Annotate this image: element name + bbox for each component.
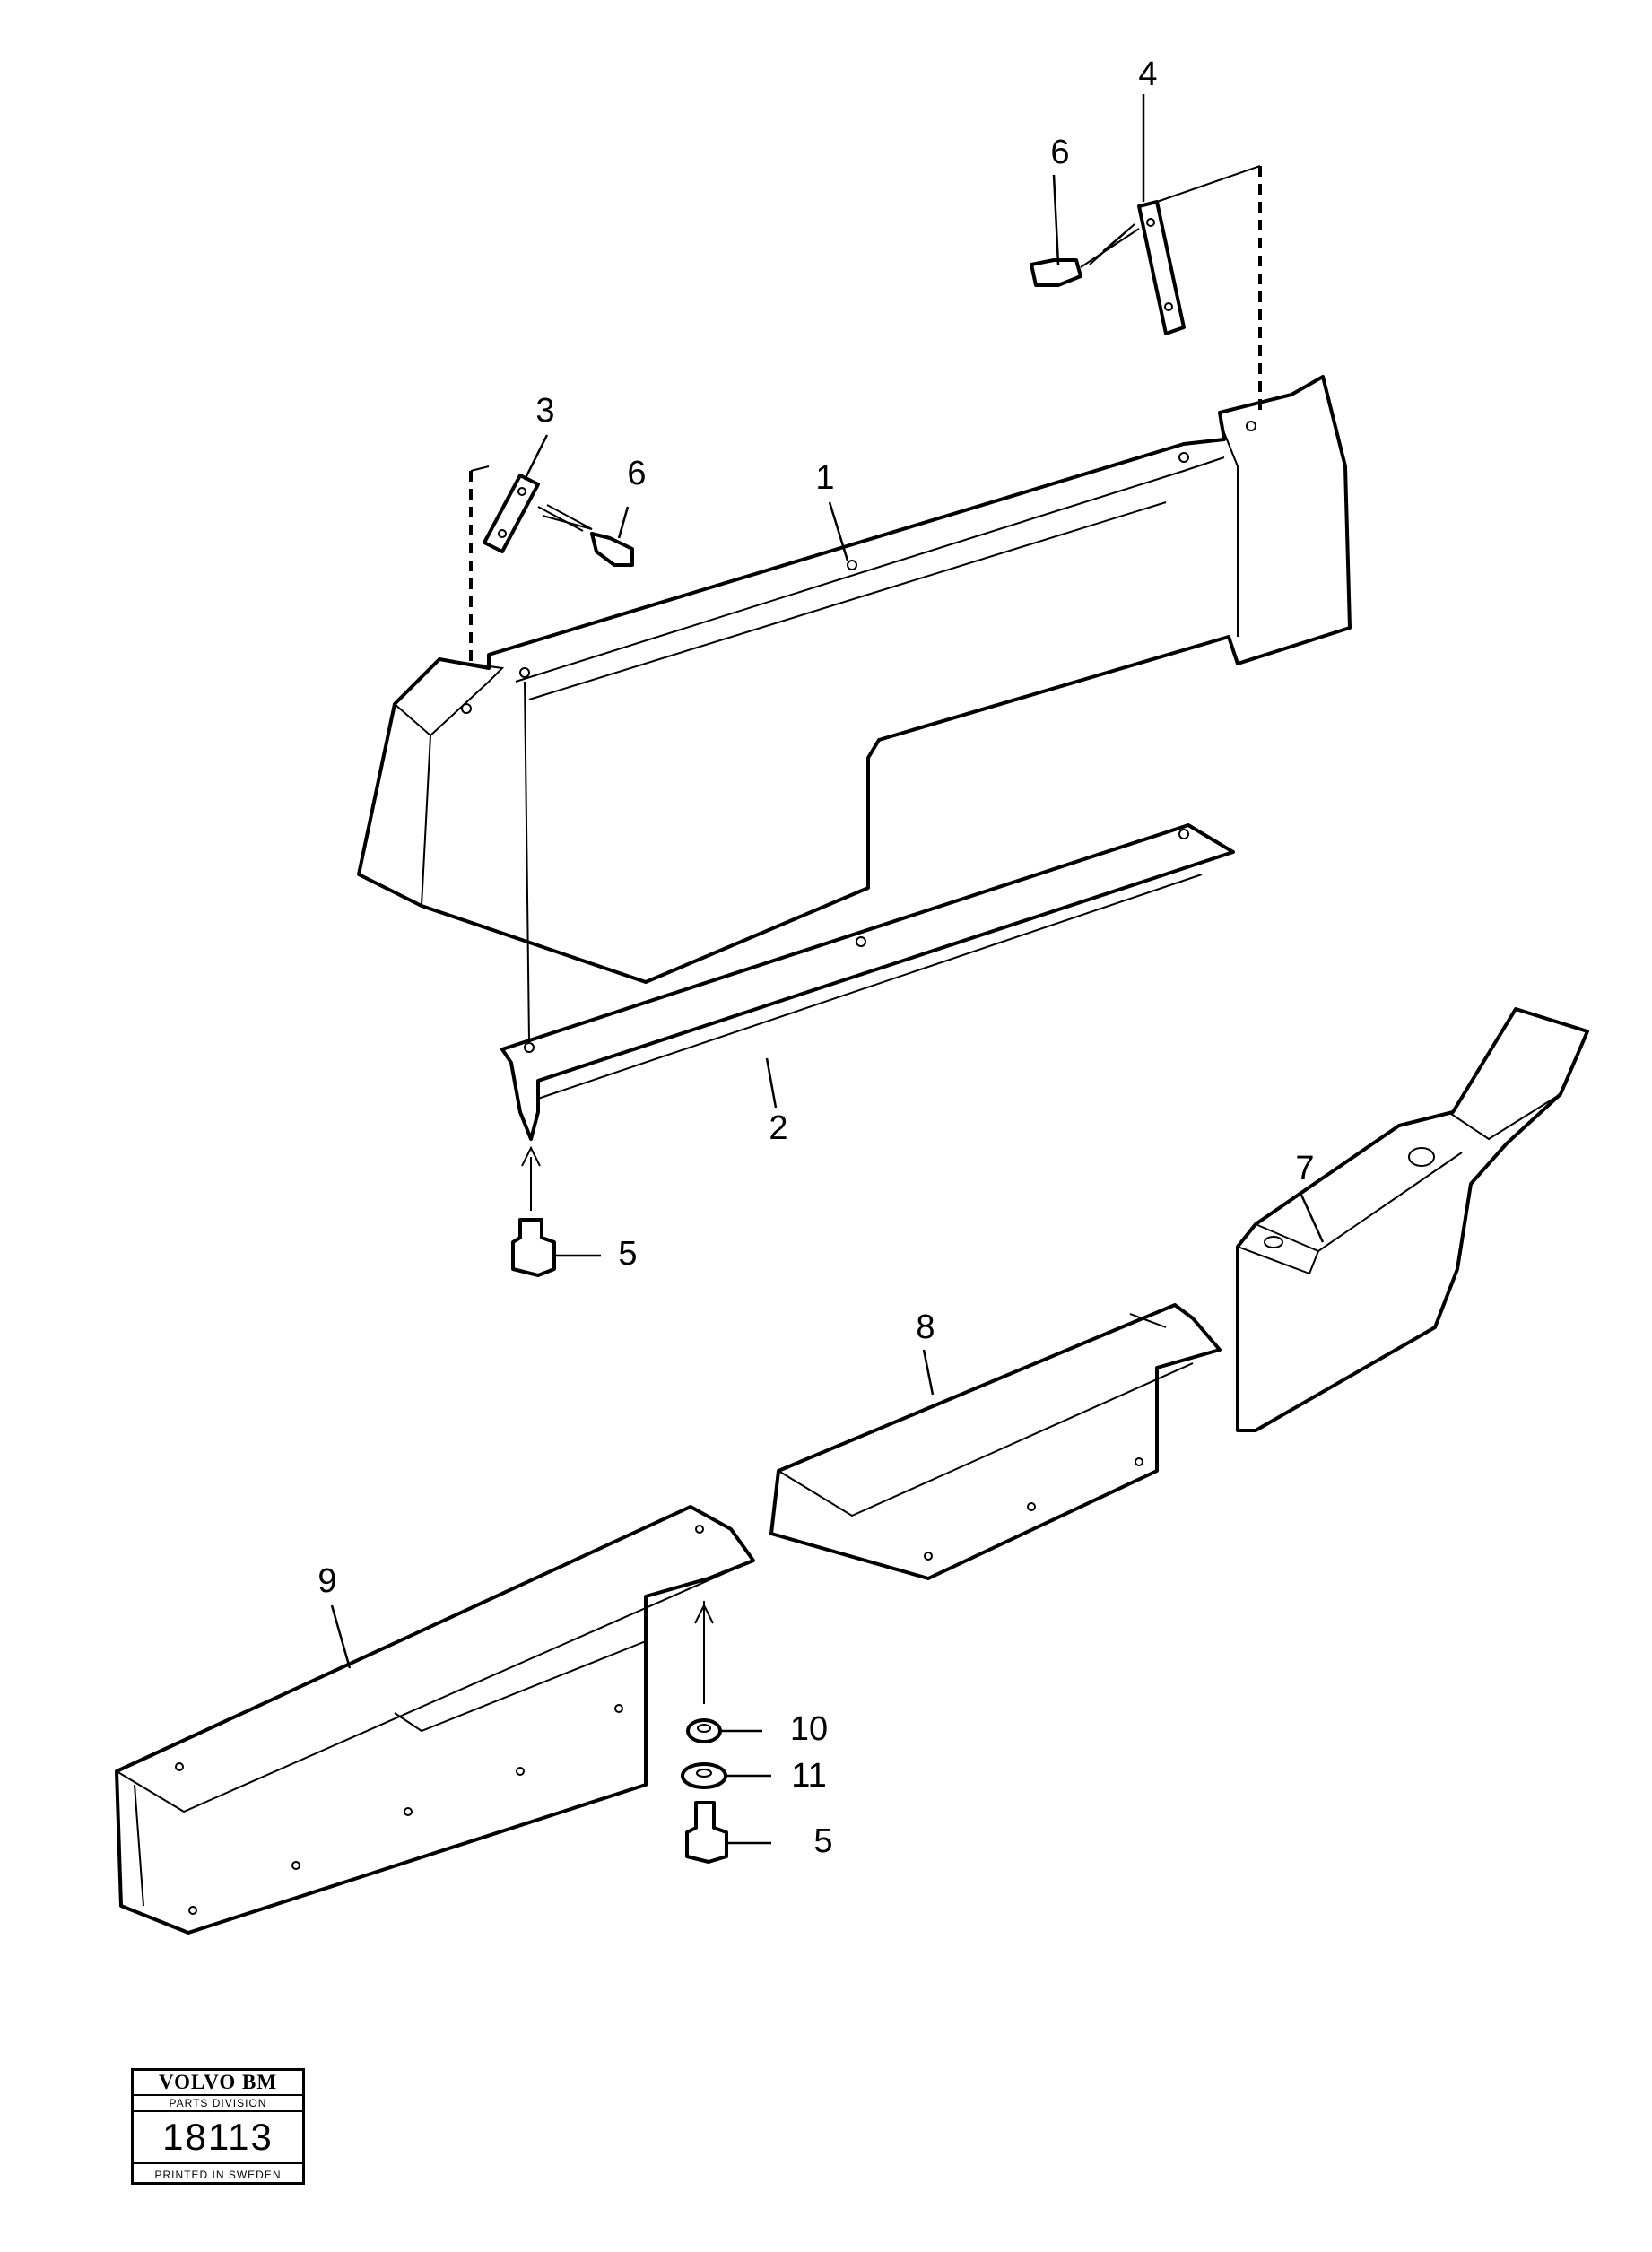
callout-1: 1 [815, 459, 834, 497]
stamp-division: PARTS DIVISION [134, 2096, 302, 2112]
volvo-bm-stamp: VOLVO BM PARTS DIVISION 18113 PRINTED IN… [131, 2068, 305, 2185]
part-3-bracket [483, 474, 540, 553]
stamp-brand: VOLVO BM [134, 2071, 302, 2096]
part-8-middle-cover [769, 1303, 1222, 1580]
part-2-angle-strip [500, 823, 1235, 1141]
part-6-bolt-upper-right [1030, 223, 1140, 287]
part-5-bolt-lower [685, 1801, 728, 1864]
callout-11: 11 [791, 1757, 826, 1795]
part-6-bolt-upper-left [537, 504, 634, 567]
callout-5-upper: 5 [618, 1235, 637, 1273]
callout-4: 4 [1138, 56, 1157, 93]
callout-7: 7 [1295, 1150, 1314, 1187]
part-9-long-cover [115, 1505, 755, 1935]
callout-10: 10 [790, 1710, 828, 1748]
callout-6-left: 6 [627, 455, 646, 492]
part-10-washer [686, 1601, 722, 1743]
callout-6-right: 6 [1050, 134, 1069, 171]
callout-2: 2 [769, 1109, 787, 1147]
alignment-lines [469, 165, 1262, 1041]
part-11-washer [681, 1762, 727, 1789]
part-5-bolt-upper [511, 1145, 556, 1277]
leader-lines [330, 94, 1325, 1845]
part-7-end-bracket [1236, 1007, 1589, 1432]
part-4-bracket [1137, 200, 1186, 335]
stamp-number: 18113 [134, 2112, 302, 2164]
callout-3: 3 [535, 392, 554, 430]
callout-8: 8 [916, 1309, 935, 1346]
stamp-printed: PRINTED IN SWEDEN [154, 2169, 282, 2181]
part-1-side-panel [357, 375, 1352, 984]
callout-5-lower: 5 [813, 1822, 832, 1860]
callout-9: 9 [317, 1562, 336, 1600]
